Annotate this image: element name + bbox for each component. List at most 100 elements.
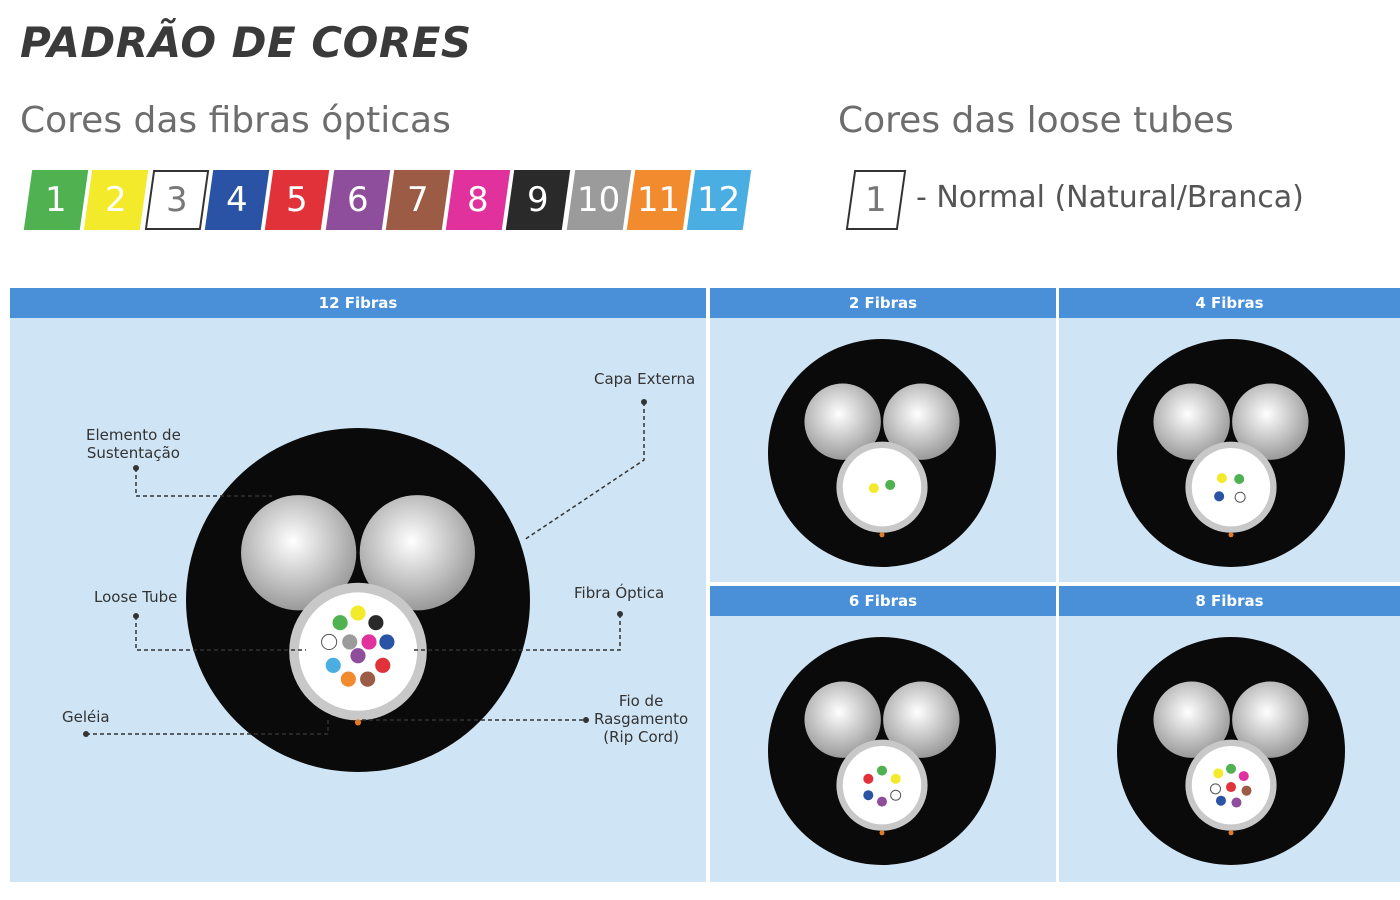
fiber-5 [1225,782,1237,793]
panel-4-fibras: 4 Fibras [1059,288,1400,582]
fiber-3 [890,789,902,801]
fiber-5 [375,657,391,673]
fiber-1 [876,765,888,776]
gel-fill [1191,447,1271,527]
fiber-swatch-label: 1 [45,180,67,220]
panel-6-fibras: 6 Fibras [710,586,1056,882]
fiber-3 [1234,491,1246,503]
loose-tube-swatch-label: 1 [865,180,887,220]
fiber-3 [1209,783,1222,795]
fiber-1 [1234,473,1245,485]
panel-6-header: 6 Fibras [710,586,1056,616]
fiber-8 [1238,771,1249,782]
loose-tube-swatch: 1 [845,170,907,230]
panel-8-header: 8 Fibras [1059,586,1400,616]
rip-cord [1228,830,1234,836]
rip-cord [354,719,362,726]
fiber-2 [350,605,366,621]
strength-element-right [883,681,960,758]
fiber-swatch-12: 12 [687,170,752,230]
strength-element-left [804,383,881,460]
callout-dot-loose-tube [133,613,139,619]
strength-element-left [1153,383,1230,460]
fiber-swatch-6: 6 [325,170,390,230]
panel-2-header: 2 Fibras [710,288,1056,318]
callout-dot-fibra [617,611,623,617]
panel-4-header: 4 Fibras [1059,288,1400,318]
strength-element-right [1232,383,1309,460]
page-title: PADRÃO DE CORES [20,18,472,67]
fiber-9 [368,615,384,631]
gel-fill [842,447,922,527]
fiber-7 [360,671,376,687]
panel-12-fibras: 12 Fibras Capa Externa Elemento de Suste… [10,288,706,882]
fiber-6 [1231,797,1242,808]
fiber-swatch-1: 1 [23,170,89,230]
fiber-swatch-label: 4 [226,180,248,220]
fiber-swatch-label: 3 [165,180,188,220]
label-rip-cord: Fio de Rasgamento (Rip Cord) [594,692,688,746]
panel-12-header: 12 Fibras [10,288,706,318]
fiber-2 [890,773,901,784]
fiber-swatch-2: 2 [84,170,149,230]
loose-tube-description: - Normal (Natural/Branca) [916,180,1304,215]
fiber-4 [1215,795,1226,806]
fiber-1 [332,615,348,631]
fiber-8 [361,634,377,650]
fiber-5 [863,773,874,784]
fiber-colors-title: Cores das fibras ópticas [20,100,451,141]
callout-line-loose-tube [135,616,306,651]
cable-6-diagram [768,637,996,865]
loose-tube-colors-title: Cores das loose tubes [838,100,1234,141]
strength-element-left [241,495,357,611]
fiber-swatch-label: 11 [637,180,681,220]
fiber-swatch-11: 11 [626,170,692,230]
callout-line-fibra [414,614,621,651]
fiber-7 [1241,785,1252,796]
panel-2-fibras: 2 Fibras [710,288,1056,582]
fiber-swatch-5: 5 [264,170,330,230]
strength-element-left [804,681,881,758]
fiber-4 [379,634,395,650]
fiber-2 [1216,473,1227,484]
panel-8-fibras: 8 Fibras [1059,586,1400,882]
fiber-4 [863,790,874,801]
fiber-swatch-label: 10 [577,180,621,220]
callout-line-geleia [86,718,329,735]
rip-cord [879,830,885,836]
fiber-swatch-3: 3 [144,170,209,230]
rip-cord [1228,532,1234,538]
fiber-swatch-8: 8 [445,170,511,230]
strength-element-right [359,495,475,611]
fiber-swatch-label: 6 [346,180,369,220]
callout-line-capa-externa [523,402,645,541]
fiber-3 [321,633,338,651]
label-capa-externa: Capa Externa [594,370,696,388]
fiber-swatch-label: 9 [527,180,550,220]
fiber-6 [876,796,888,807]
strength-element-right [1232,681,1309,758]
fiber-11 [340,671,356,687]
label-rip-cord-line3: (Rip Cord) [603,728,679,746]
fiber-swatch-label: 8 [467,180,489,220]
label-loose-tube: Loose Tube [94,588,178,606]
fiber-1 [1225,763,1237,774]
fiber-4 [1214,491,1225,502]
cable-12-diagram [83,399,647,772]
callout-dot-geleia [83,731,89,737]
label-rip-cord-line1: Fio de [618,692,664,710]
strength-element-right [883,383,960,460]
fiber-12 [325,657,341,673]
gel-fill [842,745,922,825]
fiber-10 [342,634,358,650]
cable-8-diagram [1117,637,1345,865]
rip-cord [879,532,885,538]
fiber-swatch-7: 7 [385,170,451,230]
label-elemento-line2: Sustentação [86,444,180,462]
fiber-swatch-label: 12 [697,180,741,220]
cable-4-diagram [1117,339,1345,567]
label-rip-cord-line2: Rasgamento [594,710,689,728]
label-fibra-optica: Fibra Óptica [574,584,665,602]
fiber-2 [1213,768,1224,779]
label-elemento-line1: Elemento de [86,426,181,444]
